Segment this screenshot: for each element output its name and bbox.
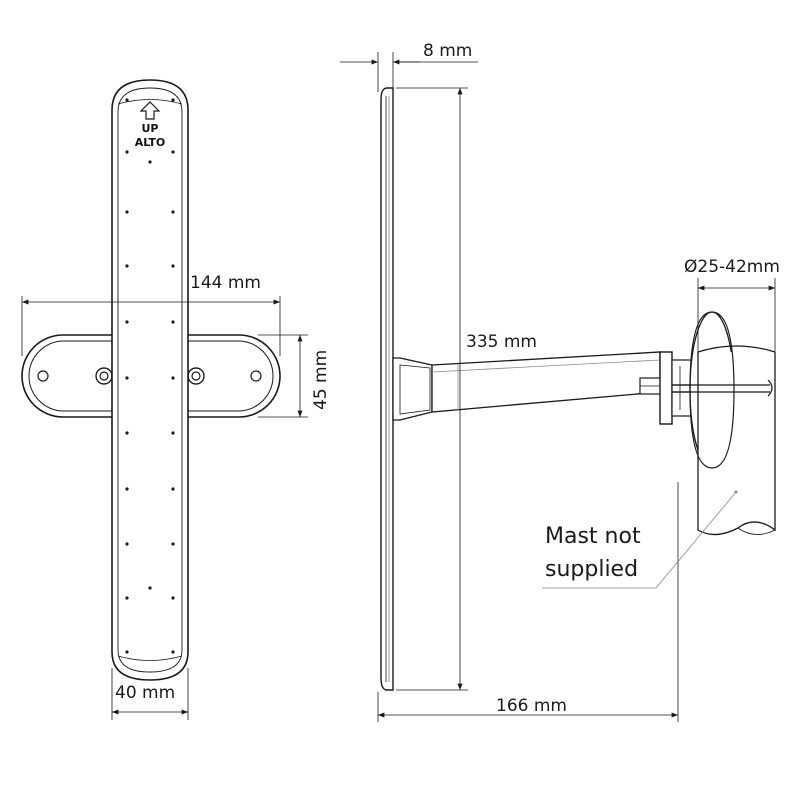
bracket-hole-right bbox=[250, 370, 262, 382]
dimension-panel-thickness: 8 mm bbox=[340, 41, 478, 92]
note-line-1: Mast not bbox=[545, 524, 641, 549]
dimension-depth: 166 mm bbox=[377, 482, 679, 722]
dimension-mast-diameter: Ø25-42mm bbox=[684, 257, 780, 352]
depth-label: 166 mm bbox=[496, 696, 567, 716]
up-label: UP bbox=[142, 122, 159, 135]
dimension-panel-width: 40 mm bbox=[111, 668, 189, 720]
dimension-bracket-width: 144 mm bbox=[21, 273, 281, 356]
antenna-panel-side bbox=[380, 87, 394, 691]
panel-width-label: 40 mm bbox=[115, 683, 175, 703]
dimension-bracket-height: 45 mm bbox=[258, 334, 331, 418]
alto-label: ALTO bbox=[135, 136, 166, 149]
mounting-arm bbox=[392, 351, 661, 421]
front-view: UP ALTO 144 mm 45 mm 40 mm bbox=[21, 79, 331, 720]
bracket-hole-left bbox=[37, 370, 49, 382]
side-view: 8 mm 335 mm Ø25-42mm 166 mm bbox=[340, 41, 780, 722]
up-arrow-icon bbox=[139, 101, 161, 120]
panel-height-label: 335 mm bbox=[466, 332, 537, 352]
bracket-height-label: 45 mm bbox=[311, 350, 331, 410]
panel-rivets bbox=[125, 98, 175, 654]
bracket-width-label: 144 mm bbox=[190, 273, 261, 293]
dimension-panel-height: 335 mm bbox=[396, 87, 537, 691]
antenna-panel-front: UP ALTO bbox=[95, 79, 205, 681]
panel-thickness-label: 8 mm bbox=[423, 41, 472, 61]
mast-diameter-label: Ø25-42mm bbox=[684, 257, 780, 277]
note-line-2: supplied bbox=[545, 557, 638, 582]
mast-note: Mast not supplied bbox=[542, 490, 738, 589]
mast bbox=[672, 311, 776, 536]
